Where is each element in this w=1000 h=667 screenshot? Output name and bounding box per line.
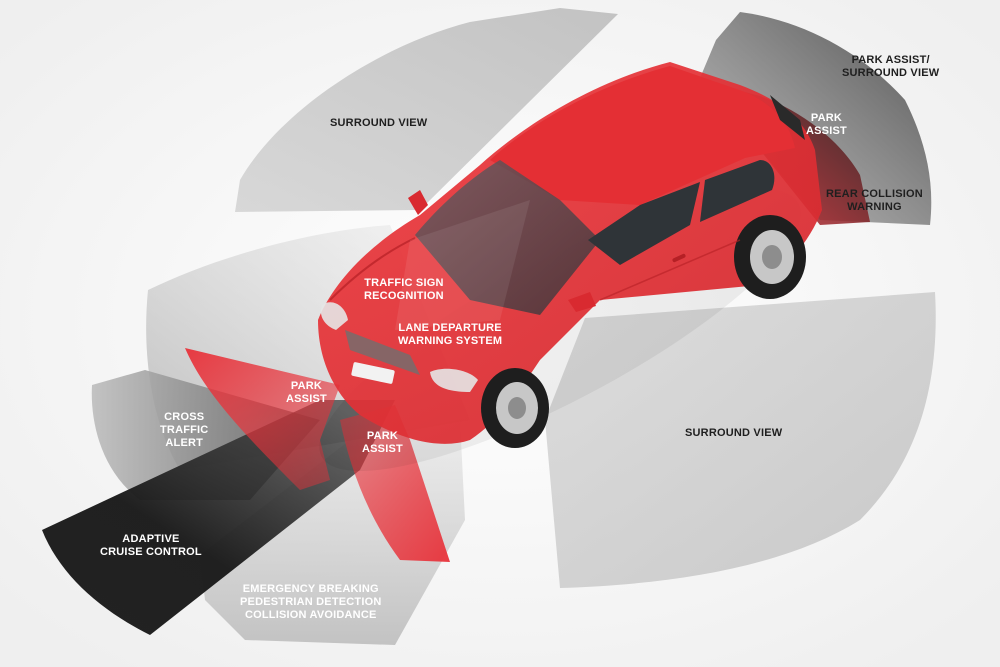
surround-view-top-zone: [235, 8, 618, 212]
label-park-assist-rear: PARK ASSIST: [806, 112, 847, 137]
label-park-assist-front-right: PARK ASSIST: [362, 430, 403, 455]
label-traffic-sign-recognition: TRAFFIC SIGN RECOGNITION: [364, 277, 444, 302]
front-right-park-assist-zone: [340, 405, 450, 562]
label-surround-view-top: SURROUND VIEW: [330, 117, 428, 129]
label-surround-view-right: SURROUND VIEW: [685, 427, 783, 439]
surround-view-right-zone: [545, 292, 936, 588]
label-emergency-braking: EMERGENCY BREAKING PEDESTRIAN DETECTION …: [240, 583, 382, 621]
front-left-park-assist-zone: [185, 348, 340, 490]
label-lane-departure-warning: LANE DEPARTURE WARNING SYSTEM: [398, 322, 503, 347]
label-park-assist-front-left: PARK ASSIST: [286, 380, 327, 405]
traffic-sign-recognition-zone: [395, 200, 530, 330]
label-adaptive-cruise-control: ADAPTIVE CRUISE CONTROL: [100, 533, 202, 558]
red-hatchback-car: [318, 62, 822, 472]
label-park-assist-surround-view: PARK ASSIST/ SURROUND VIEW: [842, 54, 940, 79]
park-assist-surround-view-zone: [700, 12, 932, 225]
label-cross-traffic-alert: CROSS TRAFFIC ALERT: [160, 411, 209, 449]
label-rear-collision-warning: REAR COLLISION WARNING: [826, 188, 923, 213]
